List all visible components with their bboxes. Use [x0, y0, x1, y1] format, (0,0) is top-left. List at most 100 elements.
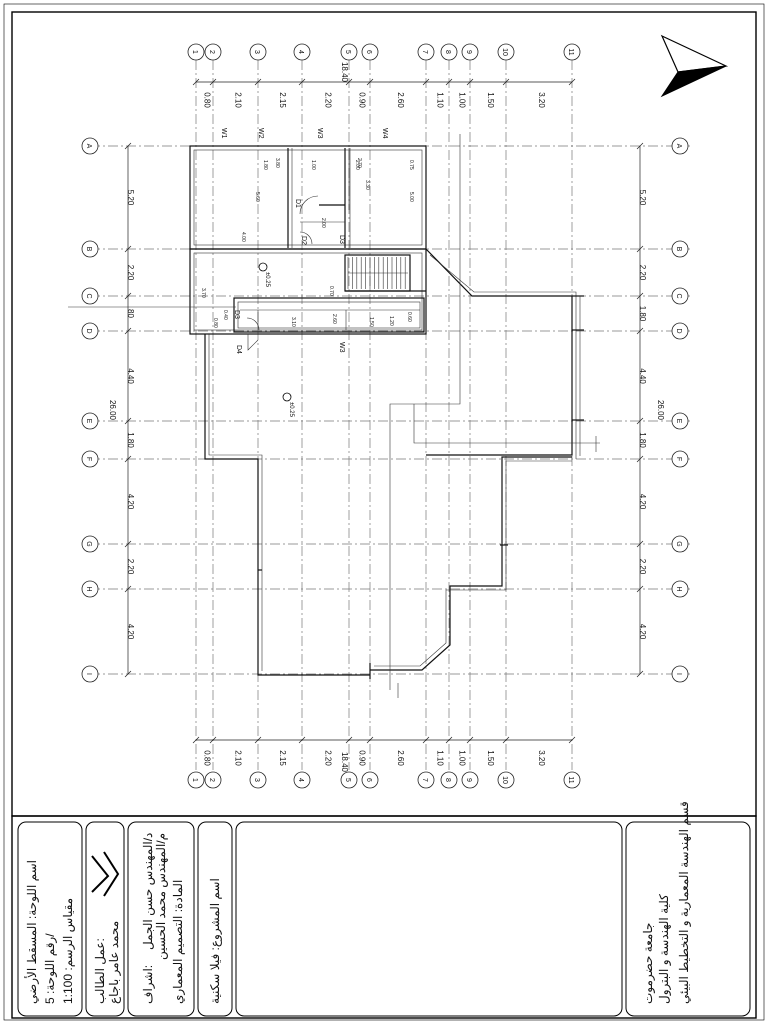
dimension-tick	[124, 540, 132, 548]
total-width-text: 18.40	[340, 752, 349, 773]
dimension-text: 4.20	[638, 624, 647, 640]
dimension-text: 0.90	[358, 92, 367, 108]
north-arrow-icon	[660, 34, 729, 98]
dimension-text: 80	[126, 309, 135, 318]
dimension-tick	[636, 540, 644, 548]
window-tag: W4	[381, 128, 388, 139]
plan-annotations: D1 D2 D3 D3 D4 W1 W2 W3 W4 W3 ±0.25 ±0.2…	[200, 128, 414, 418]
dimension-tick	[568, 736, 576, 744]
dimension-tick	[636, 245, 644, 253]
dimension-text: 2.20	[126, 265, 135, 281]
grid-bubble	[81, 412, 99, 430]
supervisor-name: م/المهندس محمد الحسين	[154, 833, 168, 960]
room-dimension: 1.00	[310, 160, 316, 170]
room-dimension: 2.70	[356, 158, 362, 168]
dimension-tick	[124, 585, 132, 593]
room-dimension: 0.40	[222, 310, 228, 320]
dimension-tick	[636, 585, 644, 593]
door-tag: D3	[233, 310, 240, 319]
grid-column-label: 8	[444, 778, 451, 782]
dimension-tick	[124, 292, 132, 300]
grid-row-label: H	[85, 586, 92, 591]
grid-row-label: I	[85, 673, 92, 675]
grid-bubble	[187, 43, 205, 61]
room-dimension: 0.60	[406, 312, 412, 322]
dimension-text: 1.80	[126, 432, 135, 448]
student-box	[85, 821, 125, 1017]
grid-bubble	[249, 771, 267, 789]
dimension-tick	[298, 736, 306, 744]
grid-bubble	[361, 771, 379, 789]
grid-column-label: 5	[344, 778, 351, 782]
grid-row-label: G	[85, 541, 92, 546]
door-tag: D2	[300, 236, 307, 245]
grid-bubble	[293, 43, 311, 61]
dimension-tick	[636, 142, 644, 150]
grid-row-label: D	[675, 328, 682, 333]
grid-row-label: F	[85, 457, 92, 461]
dimension-text: 2.20	[126, 559, 135, 575]
dimension-text: 2.15	[278, 750, 287, 766]
staircase	[347, 257, 408, 289]
grid-column-label: 3	[253, 50, 260, 54]
university-box	[625, 821, 751, 1017]
grid-bubble	[340, 771, 358, 789]
dimension-tick	[345, 736, 353, 744]
dimension-tick	[124, 245, 132, 253]
grid-column-label: 6	[365, 50, 372, 54]
grid-row-label: E	[675, 419, 682, 424]
prepared-by-label: عمل الطالب:	[93, 938, 107, 1004]
grid-row-label: A	[675, 144, 682, 149]
room-dimension: 3.30	[364, 180, 370, 190]
dimension-text: 2.20	[324, 750, 333, 766]
dimension-tick	[345, 78, 353, 86]
grid-bubble	[81, 535, 99, 553]
grid-bubble	[563, 771, 581, 789]
room-dimension: 3.70	[200, 288, 206, 298]
university-logo-icon	[91, 851, 120, 897]
grid-row-label: H	[675, 586, 682, 591]
grid-bubble	[671, 412, 689, 430]
dimension-text: 2.15	[278, 92, 287, 108]
room-dimension: 2.60	[331, 314, 337, 324]
grid-bubble	[81, 137, 99, 155]
dimension-tick	[124, 142, 132, 150]
project-box	[197, 821, 233, 1017]
title-block: جامعة حضرموت كلية الهندسة و البترول قسم …	[17, 801, 751, 1017]
grid-bubble	[671, 535, 689, 553]
dimension-tick	[192, 78, 200, 86]
dimension-tick	[568, 78, 576, 86]
dimension-tick	[636, 670, 644, 678]
door-tag: D4	[235, 345, 242, 354]
dimension-tick	[254, 78, 262, 86]
grid-column-label: 9	[465, 778, 472, 782]
supervisor-label: اشراف:	[141, 965, 155, 1004]
dimension-tick	[124, 327, 132, 335]
dimension-text: 4.40	[638, 368, 647, 384]
room-dimension: 5.00	[408, 192, 414, 202]
room-dimension: 1.50	[368, 317, 374, 327]
grid-bubble	[671, 580, 689, 598]
room-dimension: 1.80	[262, 160, 268, 170]
dimension-tick	[466, 78, 474, 86]
grid-column-label: 1	[191, 778, 198, 782]
dimension-tick	[209, 78, 217, 86]
grid-bubble	[361, 43, 379, 61]
dimension-text: 0.90	[358, 750, 367, 766]
grid-bubble	[497, 771, 515, 789]
grid-bubble	[249, 43, 267, 61]
grid-bubble	[204, 43, 222, 61]
grid-bubble	[461, 43, 479, 61]
grid-row-label: D	[85, 328, 92, 333]
level-value: ±0.25	[264, 272, 270, 288]
total-height-text: 26.00	[108, 400, 117, 421]
room-dimension: 5.60	[254, 192, 260, 202]
grid-column-label: 7	[421, 50, 428, 54]
dimension-tick	[254, 736, 262, 744]
window-tag: W3	[316, 128, 323, 139]
grid-bubble	[417, 43, 435, 61]
sheet-scale: مقياس الرسم: 1:100	[61, 898, 75, 1004]
dimension-text: 2.20	[324, 92, 333, 108]
